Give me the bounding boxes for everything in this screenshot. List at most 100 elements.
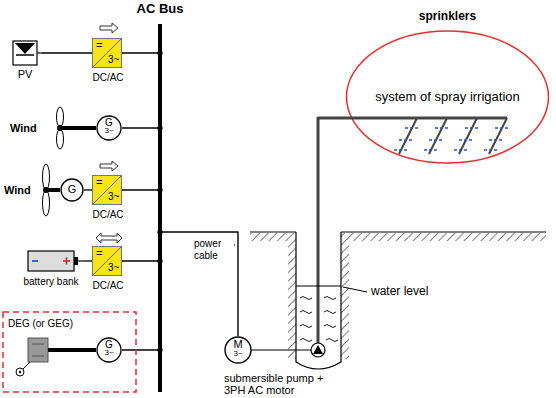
ac-symbol: 3~ — [108, 54, 119, 65]
irrigation-system-label: system of spray irrigation — [375, 90, 520, 104]
ac-link — [122, 349, 158, 350]
ac-link — [122, 260, 158, 261]
generator-circle — [97, 338, 121, 362]
ac-link — [122, 52, 158, 53]
minus-sign — [32, 260, 38, 262]
sprinkler-heads — [394, 128, 509, 150]
irrigation-area-outline — [347, 31, 549, 163]
turbine-blade — [57, 129, 64, 149]
dc-ac-converter: =3~DC/AC — [92, 175, 122, 205]
battery-bank: battery bank — [16, 249, 86, 293]
ac-symbol: 3~ — [108, 191, 119, 202]
dc-link — [84, 189, 92, 190]
motor-circle — [225, 337, 251, 363]
ground-hatch — [341, 233, 546, 241]
pv-panel: PV — [8, 41, 42, 81]
phase-symbol: 3~ — [104, 127, 113, 136]
pump-triangle — [313, 345, 323, 354]
motor-pump: M3~ — [224, 336, 334, 364]
fuel-tank-symbol — [16, 368, 24, 376]
ground-line — [341, 231, 546, 232]
dc-symbol: = — [96, 39, 102, 51]
turbine-shaft — [54, 188, 60, 192]
power-cable — [162, 232, 238, 336]
turbine-blade — [43, 164, 50, 190]
battery-label: battery bank — [23, 276, 78, 287]
converter-diagonal — [93, 176, 121, 204]
ac-link — [122, 127, 158, 128]
water-waves — [300, 297, 338, 342]
converter-label: DC/AC — [92, 209, 123, 220]
pump-symbol — [311, 343, 325, 357]
engine-label: DEG (or GEG) — [8, 318, 73, 329]
converter-label: DC/AC — [92, 72, 123, 83]
phase-symbol: 3~ — [233, 350, 242, 359]
plus-sign — [63, 258, 70, 265]
fuel-tank-dot — [19, 371, 21, 373]
engine-detail — [32, 344, 44, 345]
generator-set-frame — [3, 312, 136, 392]
engine-shaft — [88, 348, 96, 352]
converter-diagonal — [93, 39, 121, 67]
pv-panel-frame — [13, 41, 37, 65]
fuel-line — [23, 362, 30, 369]
power-flow-arrow — [100, 23, 118, 33]
generator-circle — [97, 116, 121, 140]
ac-symbol: 3~ — [108, 262, 119, 273]
generator-symbol: G3~ — [96, 337, 122, 363]
ac-link — [122, 189, 158, 190]
ground-hatch — [250, 233, 296, 241]
ac-bus: AC Bus — [158, 24, 162, 392]
dc-symbol: = — [96, 247, 102, 259]
turbine-shaft — [68, 126, 96, 130]
generator-symbol: G3~ — [96, 115, 122, 141]
generator-circle — [61, 179, 83, 201]
dc-ac-converter: =3~DC/AC — [92, 38, 122, 68]
well-wall-hatch — [341, 241, 349, 359]
leader-line — [343, 287, 367, 292]
generator-letter: G — [68, 183, 77, 195]
pv-panel-cell — [15, 43, 35, 54]
engine-detail — [32, 356, 44, 357]
turbine-hub — [57, 125, 63, 131]
water-level-label: water level — [371, 285, 428, 299]
engine-shaft — [48, 348, 88, 352]
motor-pump-link — [251, 349, 311, 350]
pump-motor-label: submersible pump + 3PH AC motor — [224, 372, 336, 396]
turbine-blade — [43, 190, 50, 216]
water-level-line — [296, 286, 341, 287]
wind-turbine: Wind — [8, 106, 68, 150]
battery-terminal — [74, 257, 78, 265]
battery-body — [28, 251, 74, 271]
dc-symbol: = — [96, 176, 102, 188]
power-flow-arrow — [100, 161, 118, 171]
dc-link — [42, 52, 92, 53]
bus-title: AC Bus — [137, 2, 184, 16]
engine-block — [28, 338, 48, 362]
wind-label: Wind — [10, 122, 37, 134]
well-wall-hatch — [288, 241, 296, 359]
generator-symbol: G — [60, 178, 84, 202]
wind-label: Wind — [4, 184, 31, 196]
phase-symbol: 3~ — [104, 349, 113, 358]
wind-turbine: Wind — [4, 163, 54, 217]
well-shaft — [296, 232, 341, 369]
sprinkler-lateral — [399, 118, 507, 154]
connector-label: power cable — [194, 238, 234, 262]
pump-riser — [317, 336, 320, 343]
motor-letter: M — [233, 338, 242, 350]
sprinklers-heading: sprinklers — [419, 10, 476, 23]
dc-ac-converter: =3~DC/AC — [92, 246, 122, 276]
diesel-engine: DEG (or GEG) — [8, 318, 88, 380]
bidirectional-arrow — [96, 233, 122, 243]
pipe-manifold — [345, 117, 507, 120]
pv-label: PV — [18, 68, 33, 80]
battery-lead — [78, 260, 86, 261]
sprinkler-system: sprinklerssystem of spray irrigation — [345, 30, 550, 164]
converter-label: DC/AC — [92, 280, 123, 291]
converter-diagonal — [93, 247, 121, 275]
pv-lead — [37, 52, 42, 53]
